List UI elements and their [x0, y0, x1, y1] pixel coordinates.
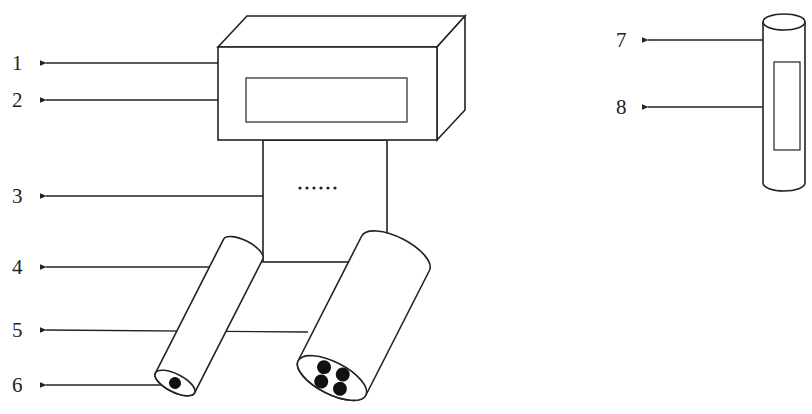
callout-number: 2 — [12, 90, 23, 111]
leader-line — [46, 99, 246, 100]
callout-number: 5 — [12, 320, 23, 341]
callout-number: 6 — [12, 375, 23, 396]
cylinder-window — [774, 62, 800, 150]
callout-number: 3 — [12, 186, 23, 207]
leader-lines — [46, 40, 774, 385]
leader-line — [46, 195, 263, 196]
box-side — [437, 16, 465, 140]
box-front — [218, 47, 437, 140]
leader-line — [648, 106, 774, 107]
display-window — [246, 78, 407, 122]
leader-line — [648, 39, 763, 40]
callout-number: 7 — [616, 30, 627, 51]
box-top — [218, 16, 465, 47]
stem-dots — [298, 186, 336, 189]
leader-line — [46, 62, 218, 63]
leader-line — [46, 266, 222, 267]
thick-probe — [291, 222, 437, 410]
callout-number: 1 — [12, 53, 23, 74]
device — [151, 14, 805, 410]
thin-probe — [151, 231, 266, 401]
callout-number: 4 — [12, 257, 23, 278]
callout-number: 8 — [616, 97, 627, 118]
leader-line — [46, 384, 170, 385]
separate-cylinder — [763, 14, 805, 191]
